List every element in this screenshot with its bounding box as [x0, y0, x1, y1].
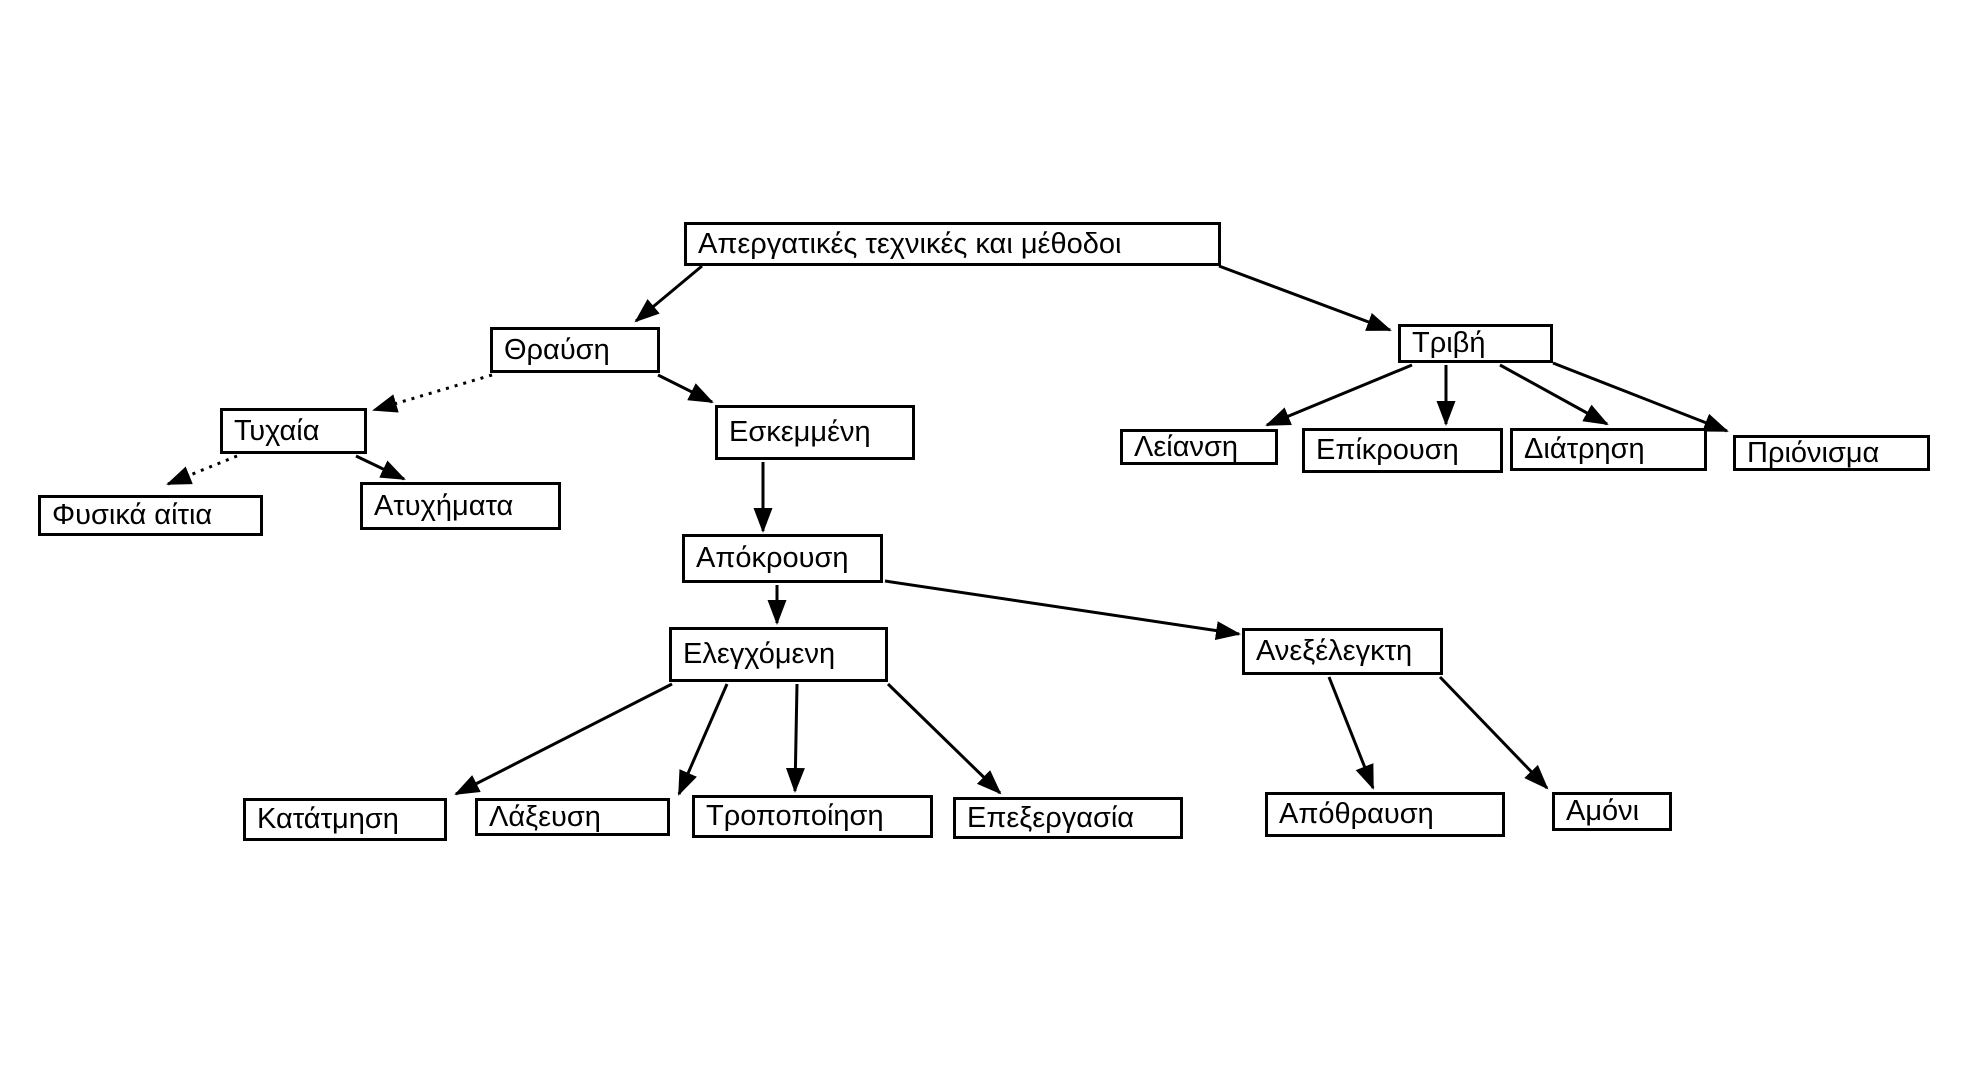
node-trivi[interactable]: Τριβή	[1398, 324, 1553, 363]
node-thravsi[interactable]: Θραύση	[490, 327, 660, 373]
node-label-diatrisi: Διάτρηση	[1524, 433, 1645, 465]
edge-thravsi-to-tychaia	[372, 373, 493, 413]
node-label-eskemmeni: Εσκεμμένη	[729, 416, 871, 448]
node-anexelegkti[interactable]: Ανεξέλεγκτη	[1242, 628, 1443, 675]
node-label-tychaia: Τυχαία	[234, 414, 320, 447]
edge-elegxomeni-to-laxefsi	[677, 683, 729, 796]
node-diatrisi[interactable]: Διάτρηση	[1510, 428, 1707, 471]
edge-apokrousi-to-anexelegkti	[884, 579, 1241, 640]
node-apokrousi[interactable]: Απόκρουση	[682, 534, 883, 583]
node-label-amoni: Αμόνι	[1566, 795, 1640, 827]
node-katatmisi[interactable]: Κατάτμηση	[243, 798, 447, 841]
node-leiansi[interactable]: Λείανση	[1120, 429, 1278, 465]
node-label-atychimata: Ατυχήματα	[374, 489, 514, 522]
edge-root-to-thravsi	[634, 264, 703, 323]
node-apothrafsi[interactable]: Απόθραυση	[1265, 792, 1505, 837]
node-label-laxefsi: Λάξευση	[489, 800, 601, 833]
node-label-root: Απεργατικές τεχνικές και μέθοδοι	[698, 227, 1122, 260]
node-tropopoiisi[interactable]: Τροποποίηση	[692, 795, 933, 838]
edge-anexelegkti-to-amoni	[1438, 675, 1549, 790]
edge-elegxomeni-to-tropopoiisi	[785, 683, 805, 793]
node-laxefsi[interactable]: Λάξευση	[475, 798, 670, 836]
node-label-epikrousi: Επίκρουση	[1316, 434, 1459, 466]
node-tychaia[interactable]: Τυχαία	[220, 408, 367, 454]
edge-trivi-to-leiansi	[1265, 363, 1413, 427]
edge-tychaia-to-atychimata	[355, 454, 406, 481]
node-label-trivi: Τριβή	[1412, 327, 1486, 359]
node-epikrousi[interactable]: Επίκρουση	[1302, 428, 1503, 473]
node-label-thravsi: Θραύση	[504, 333, 610, 366]
edge-elegxomeni-to-katatmisi	[454, 682, 673, 796]
node-label-leiansi: Λείανση	[1134, 430, 1239, 463]
node-label-apokrousi: Απόκρουση	[696, 542, 849, 574]
node-epexergasia[interactable]: Επεξεργασία	[953, 797, 1183, 839]
edge-anexelegkti-to-apothrafsi	[1327, 676, 1375, 790]
node-label-katatmisi: Κατάτμηση	[257, 803, 399, 835]
node-fysika-aitia[interactable]: Φυσικά αίτια	[38, 495, 263, 536]
node-elegxomeni[interactable]: Ελεγχόμενη	[669, 627, 888, 682]
node-label-elegxomeni: Ελεγχόμενη	[683, 638, 836, 670]
edge-elegxomeni-to-epexergasia	[886, 682, 1002, 795]
node-root[interactable]: Απεργατικές τεχνικές και μέθοδοι	[684, 222, 1221, 266]
node-label-apothrafsi: Απόθραυση	[1279, 798, 1434, 830]
node-prionisma[interactable]: Πριόνισμα	[1733, 435, 1930, 471]
edge-trivi-to-prionisma	[1552, 361, 1729, 433]
node-eskemmeni[interactable]: Εσκεμμένη	[715, 405, 915, 460]
node-atychimata[interactable]: Ατυχήματα	[360, 482, 561, 530]
node-label-epexergasia: Επεξεργασία	[967, 801, 1135, 834]
edge-trivi-to-diatrisi	[1499, 363, 1609, 426]
edge-thravsi-to-eskemmeni	[657, 373, 714, 404]
node-label-anexelegkti: Ανεξέλεγκτη	[1256, 635, 1413, 667]
node-label-tropopoiisi: Τροποποίηση	[706, 800, 884, 832]
edge-root-to-trivi	[1218, 264, 1392, 332]
edge-tychaia-to-fysika-aitia	[166, 454, 238, 486]
node-label-prionisma: Πριόνισμα	[1747, 436, 1880, 469]
node-amoni[interactable]: Αμόνι	[1552, 792, 1672, 831]
node-label-fysika-aitia: Φυσικά αίτια	[52, 499, 213, 531]
